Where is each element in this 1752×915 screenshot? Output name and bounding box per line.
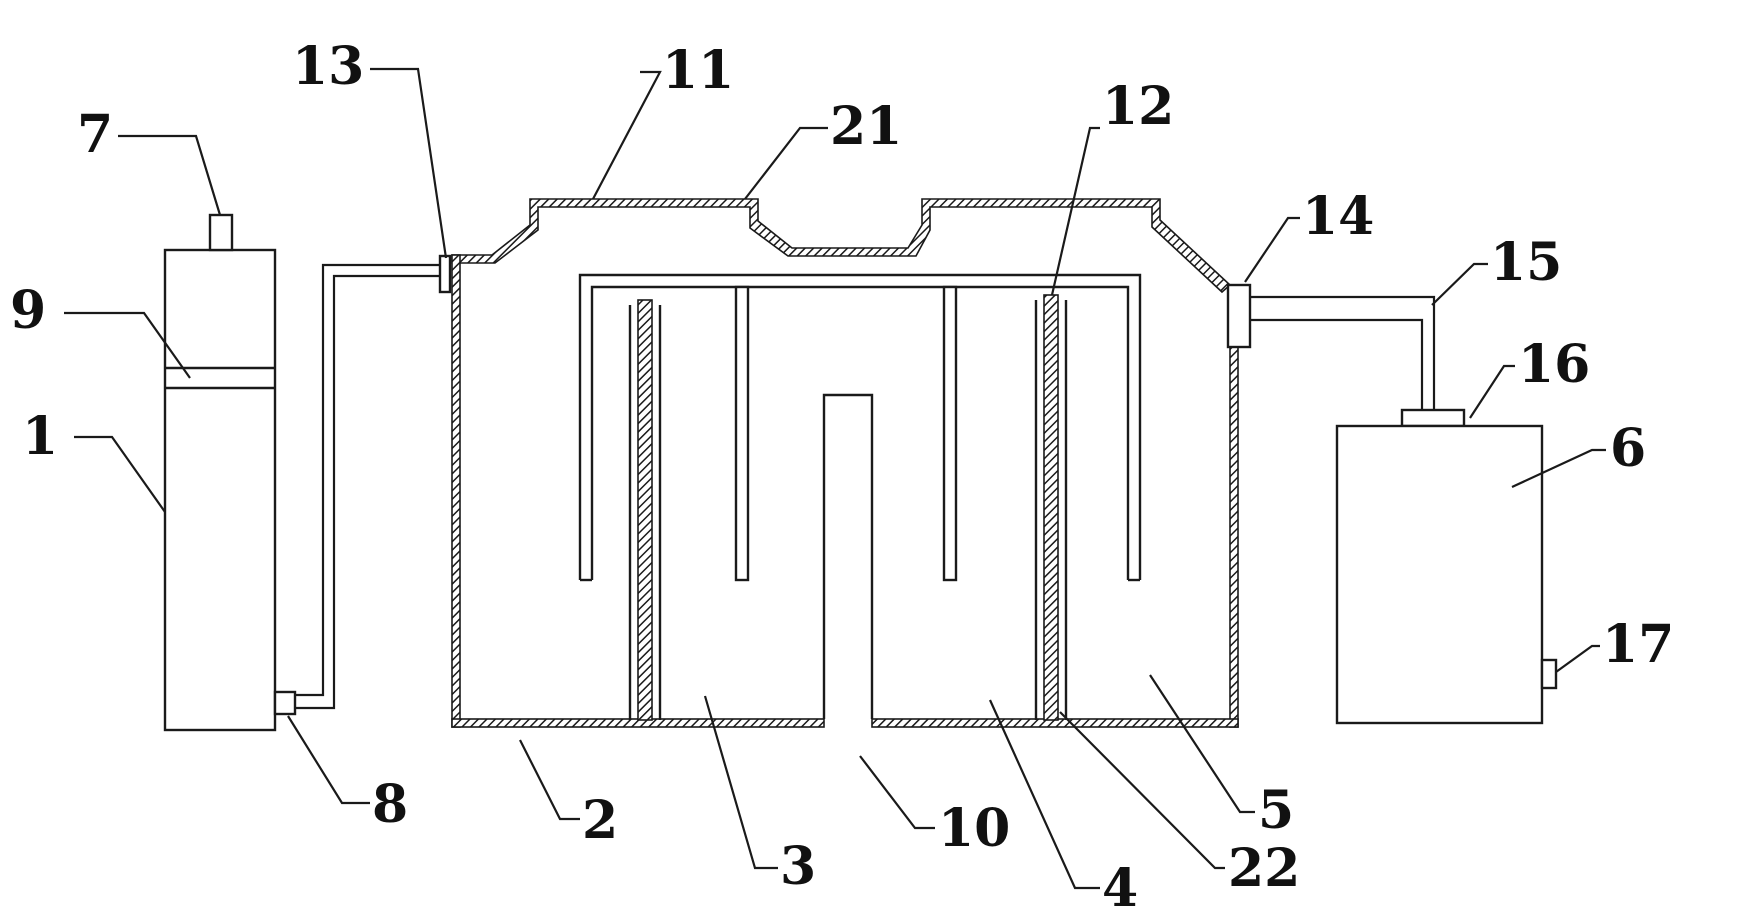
right-tank-inlet bbox=[1400, 408, 1466, 428]
label-13: 13 bbox=[292, 36, 364, 97]
main-tank-left-wall bbox=[451, 254, 461, 728]
label-4: 4 bbox=[1102, 858, 1138, 915]
inlet-pipe bbox=[295, 254, 452, 710]
label-22: 22 bbox=[1228, 838, 1300, 899]
main-tank bbox=[451, 198, 1239, 728]
label-15: 15 bbox=[1490, 232, 1562, 293]
label-21: 21 bbox=[830, 96, 902, 157]
labels: 7 9 1 8 13 11 21 12 14 15 16 6 17 2 3 10… bbox=[10, 36, 1674, 915]
main-tank-roof bbox=[451, 198, 1232, 294]
label-3: 3 bbox=[780, 836, 816, 897]
label-10: 10 bbox=[938, 798, 1010, 859]
outlet-pipe bbox=[1226, 283, 1466, 428]
right-partition bbox=[1043, 294, 1059, 721]
suspended-baffles bbox=[578, 273, 1142, 582]
label-12: 12 bbox=[1102, 76, 1174, 137]
left-tank bbox=[163, 213, 297, 732]
leader-lines bbox=[64, 67, 1606, 890]
right-tank bbox=[1335, 424, 1558, 725]
label-2: 2 bbox=[582, 790, 618, 851]
label-16: 16 bbox=[1518, 334, 1590, 395]
label-17: 17 bbox=[1602, 614, 1674, 675]
label-1: 1 bbox=[22, 406, 58, 467]
label-5: 5 bbox=[1258, 780, 1294, 841]
right-tank-outlet bbox=[1540, 658, 1558, 690]
inlet-connector bbox=[438, 254, 452, 294]
central-baffle bbox=[822, 393, 874, 719]
label-9: 9 bbox=[10, 280, 46, 341]
label-7: 7 bbox=[77, 104, 113, 165]
label-8: 8 bbox=[372, 774, 408, 835]
left-tank-top-outlet bbox=[208, 213, 234, 252]
label-11: 11 bbox=[662, 40, 734, 101]
outlet-connector bbox=[1226, 283, 1252, 349]
main-tank-right-wall bbox=[1229, 284, 1239, 728]
left-partition bbox=[637, 299, 653, 721]
left-tank-valve bbox=[273, 690, 297, 716]
label-14: 14 bbox=[1302, 186, 1374, 247]
bottom-partitions bbox=[628, 294, 1068, 721]
label-6: 6 bbox=[1610, 418, 1646, 479]
